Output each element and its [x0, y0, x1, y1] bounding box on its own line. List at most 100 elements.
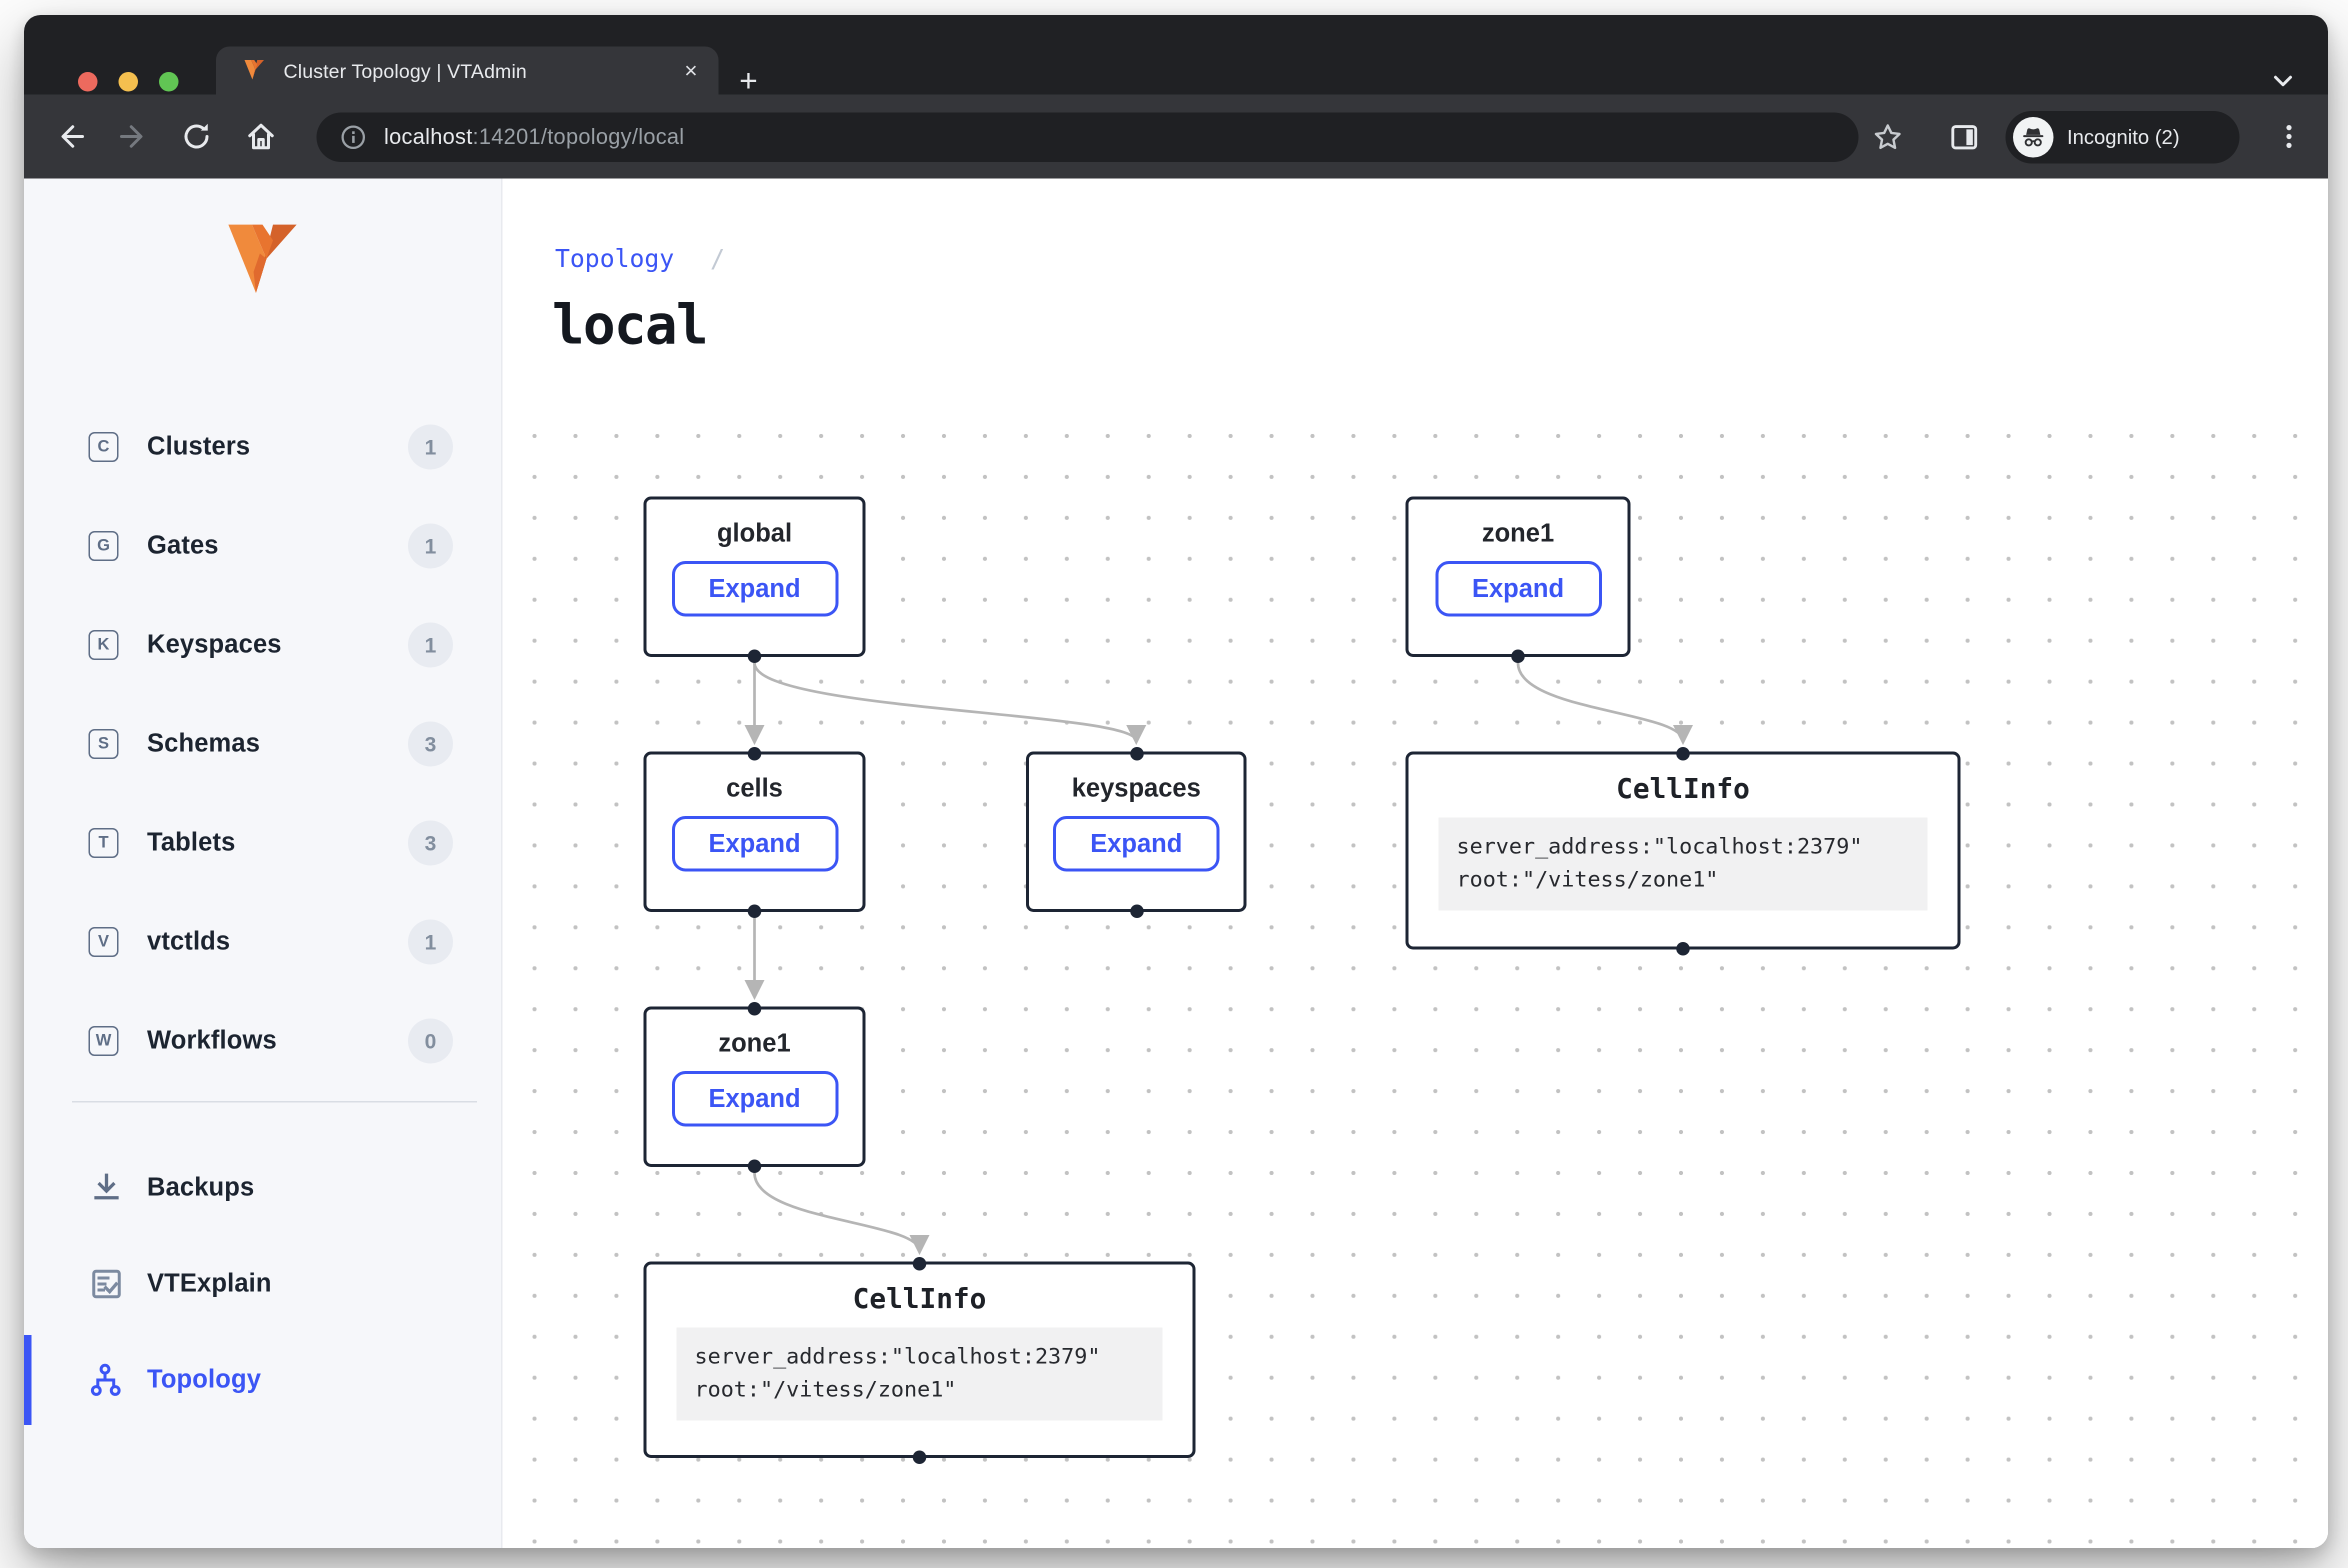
expand-button[interactable]: Expand	[671, 561, 838, 617]
page-title: local	[552, 295, 709, 358]
port-top	[747, 746, 762, 760]
sidebar-item-label: Keyspaces	[147, 630, 282, 659]
count-badge: 3	[408, 721, 453, 767]
breadcrumb-separator: /	[710, 244, 726, 274]
vtexplain-icon	[89, 1266, 125, 1302]
sidebar-item-gates[interactable]: G Gates 1	[24, 513, 501, 579]
browser-tab[interactable]: Cluster Topology | VTAdmin ×	[216, 46, 719, 95]
sidebar-item-label: Topology	[147, 1365, 262, 1394]
back-button[interactable]	[54, 120, 87, 153]
url-path: :14201/topology/local	[472, 125, 685, 150]
sidebar-item-label: Clusters	[147, 432, 251, 461]
address-bar[interactable]: localhost:14201/topology/local	[316, 112, 1859, 162]
node-title: global	[716, 519, 793, 548]
cellinfo-code: server_address:"localhost:2379" root:"/v…	[1438, 817, 1928, 911]
expand-button[interactable]: Expand	[1053, 816, 1220, 872]
sidebar-item-label: Schemas	[147, 729, 261, 758]
window-close-button[interactable]	[78, 72, 98, 92]
node-title: zone1	[1481, 519, 1555, 548]
sidebar-item-label: Gates	[147, 531, 219, 560]
reload-button[interactable]	[180, 120, 213, 153]
incognito-label: Incognito (2)	[2067, 126, 2180, 149]
incognito-profile-badge[interactable]: Incognito (2)	[2005, 111, 2240, 164]
tab-close-icon[interactable]: ×	[684, 57, 698, 84]
forward-button[interactable]	[117, 120, 150, 153]
sidebar-item-vtexplain[interactable]: VTExplain	[24, 1251, 501, 1317]
sidebar-item-topology[interactable]: Topology	[24, 1335, 501, 1425]
window-minimize-button[interactable]	[118, 72, 138, 92]
new-tab-button[interactable]: +	[739, 64, 758, 100]
port-top	[1676, 746, 1690, 760]
sidebar-item-clusters[interactable]: C Clusters 1	[24, 414, 501, 480]
diagram-node-cellinfo-right[interactable]: CellInfo server_address:"localhost:2379" …	[1405, 746, 1961, 955]
node-title: CellInfo	[852, 1284, 987, 1316]
expand-button[interactable]: Expand	[1434, 561, 1602, 617]
port-bottom	[747, 648, 762, 663]
count-badge: 1	[408, 919, 453, 965]
port-bottom	[912, 1449, 927, 1464]
port-top	[747, 1001, 762, 1015]
sidebar-item-workflows[interactable]: W Workflows 0	[24, 1008, 501, 1074]
expand-button[interactable]: Expand	[671, 816, 838, 872]
vtctlds-letter-icon: V	[88, 927, 119, 957]
window-zoom-button[interactable]	[159, 72, 179, 92]
node-title: keyspaces	[1071, 774, 1201, 803]
cellinfo-code: server_address:"localhost:2379" root:"/v…	[676, 1327, 1163, 1421]
schemas-letter-icon: S	[88, 729, 119, 759]
sidebar-item-keyspaces[interactable]: K Keyspaces 1	[24, 612, 501, 678]
count-badge: 1	[408, 622, 453, 668]
home-button[interactable]	[245, 120, 278, 153]
sidebar-item-backups[interactable]: Backups	[24, 1155, 501, 1221]
sidebar-divider	[72, 1101, 477, 1103]
tab-title: Cluster Topology | VTAdmin	[283, 59, 527, 82]
expand-button[interactable]: Expand	[671, 1071, 838, 1127]
node-title: CellInfo	[1616, 774, 1750, 806]
breadcrumb: Topology /	[555, 245, 725, 274]
gates-letter-icon: G	[88, 531, 119, 561]
diagram-node-cellinfo-bottom[interactable]: CellInfo server_address:"localhost:2379" …	[643, 1256, 1196, 1464]
count-badge: 1	[408, 523, 453, 569]
side-panel-icon[interactable]	[1949, 122, 1982, 155]
port-bottom	[1676, 941, 1690, 955]
browser-menu-icon[interactable]	[2274, 122, 2307, 155]
site-info-icon[interactable]	[341, 125, 367, 151]
tablets-letter-icon: T	[88, 828, 119, 858]
count-badge: 1	[408, 424, 453, 470]
workflows-letter-icon: W	[88, 1026, 119, 1056]
node-title: zone1	[718, 1029, 791, 1058]
tab-strip: Cluster Topology | VTAdmin × +	[24, 15, 2328, 99]
sidebar-item-schemas[interactable]: S Schemas 3	[24, 711, 501, 777]
keyspaces-letter-icon: K	[88, 630, 119, 660]
node-title: cells	[726, 774, 783, 803]
port-bottom	[1129, 903, 1143, 918]
sidebar-item-label: Workflows	[147, 1026, 277, 1055]
clusters-letter-icon: C	[88, 432, 119, 462]
sidebar-item-label: VTExplain	[147, 1269, 272, 1298]
browser-window: Cluster Topology | VTAdmin × +	[24, 15, 2328, 1548]
topology-icon	[89, 1362, 125, 1398]
vitess-favicon-icon	[244, 59, 264, 79]
bookmark-star-icon[interactable]	[1872, 122, 1905, 155]
browser-toolbar: localhost:14201/topology/local	[24, 94, 2328, 179]
count-badge: 3	[408, 820, 453, 866]
download-icon	[89, 1170, 125, 1206]
count-badge: 0	[408, 1018, 453, 1064]
incognito-icon	[2013, 117, 2054, 158]
tab-search-chevron-icon[interactable]	[2271, 69, 2295, 93]
url-text: localhost:14201/topology/local	[384, 125, 684, 149]
sidebar-item-label: vtctlds	[147, 927, 231, 956]
breadcrumb-link-topology[interactable]: Topology	[555, 244, 675, 274]
